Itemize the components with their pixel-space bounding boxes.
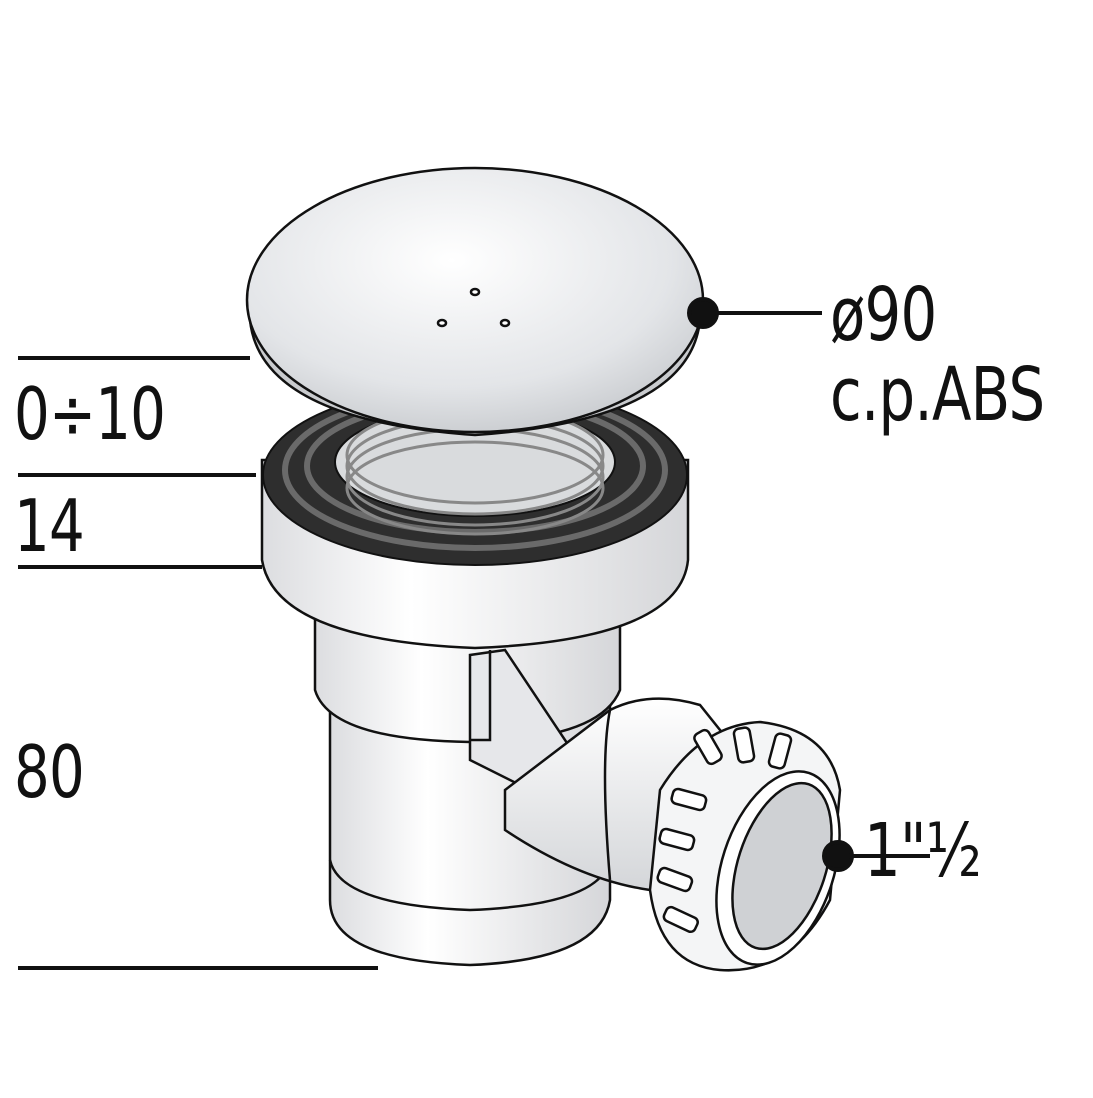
callout-cover-material: c.p.ABS	[830, 352, 1045, 438]
dimension-lines	[18, 356, 378, 970]
union-nut	[648, 720, 842, 972]
dimension-adjust-range: 0÷10	[14, 372, 166, 456]
dimension-body-height: 80	[14, 730, 85, 814]
gasket-ring	[262, 384, 688, 566]
dimension-flange-height: 14	[14, 484, 85, 568]
callout-leaders	[687, 297, 930, 872]
callout-cover-diameter: ø90	[830, 272, 937, 358]
cover-cap	[245, 166, 705, 437]
callout-outlet-thread: 1"½	[864, 808, 982, 894]
